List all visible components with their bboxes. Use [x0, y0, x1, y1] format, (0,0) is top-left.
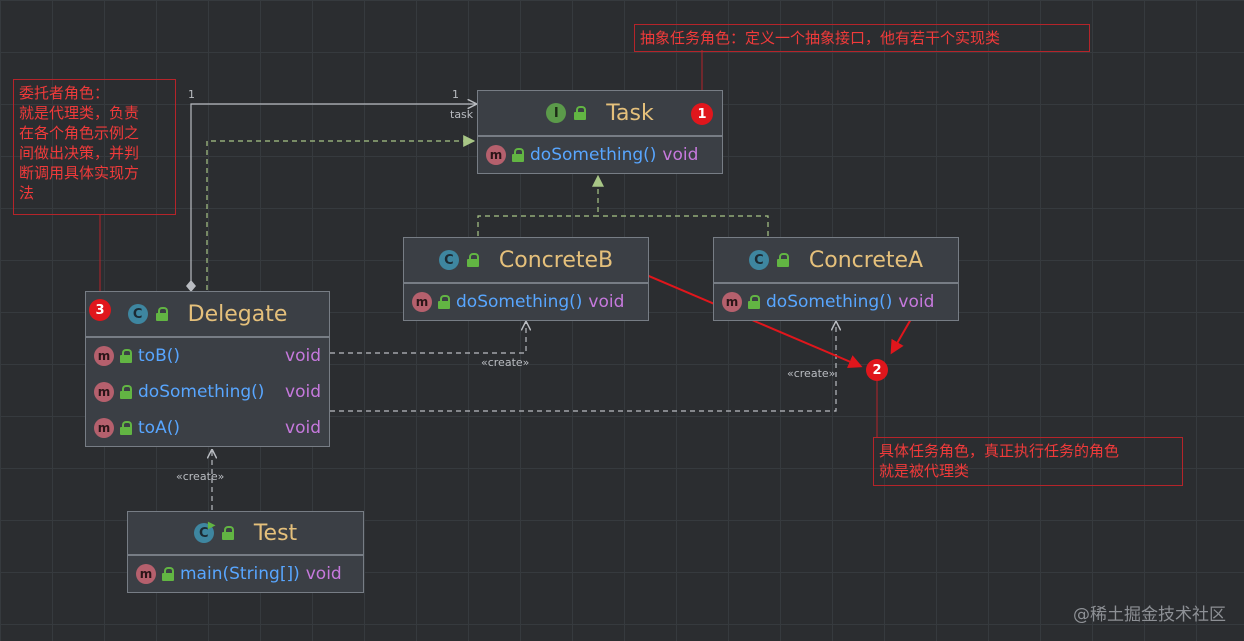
method-icon: m [722, 292, 742, 312]
method-row[interactable]: m doSomething() void [714, 284, 958, 320]
method-name: doSomething() [138, 382, 265, 402]
callout-badge-1: 1 [691, 103, 713, 125]
method-row[interactable]: m main(String[]) void [128, 556, 363, 592]
callout-badge-3: 3 [89, 299, 111, 321]
realization-concretea-task [598, 215, 769, 236]
class-task[interactable]: I Task m doSomething() void [477, 90, 723, 174]
public-lock-icon [120, 385, 132, 399]
aggregation-diamond [186, 280, 196, 292]
class-delegate[interactable]: C Delegate m toB() void m doSomething() … [85, 291, 330, 447]
public-lock-icon [162, 567, 174, 581]
association-delegate-task [190, 104, 476, 285]
public-lock-icon [120, 349, 132, 363]
class-name: ConcreteA [808, 247, 924, 273]
method-return-type: void [662, 145, 699, 165]
public-lock-icon [748, 295, 760, 309]
method-row-tob[interactable]: m toB() void [86, 338, 329, 374]
method-return-type: void [285, 418, 321, 438]
method-icon: m [486, 145, 506, 165]
static-method-icon: m [136, 564, 156, 584]
interface-icon: I [546, 103, 567, 123]
class-header: I Task [478, 91, 722, 137]
public-lock-icon [574, 106, 587, 120]
method-name: doSomething() [530, 145, 657, 165]
class-concreteb[interactable]: C ConcreteB m doSomething() void [403, 237, 649, 321]
method-icon: m [412, 292, 432, 312]
create-label-delegate: «create» [176, 470, 225, 483]
method-return-type: void [285, 346, 321, 366]
class-header: C Delegate [86, 292, 329, 338]
class-icon: C [438, 250, 459, 270]
class-header: C ConcreteA [714, 238, 958, 284]
method-icon: m [94, 346, 114, 366]
create-delegate-concreteb [330, 322, 526, 354]
method-name: main(String[]) [180, 564, 300, 584]
annotation-note-abstract-task: 抽象任务角色：定义一个抽象接口，他有若干个实现类 [634, 24, 1090, 52]
method-icon: m [94, 382, 114, 402]
public-lock-icon [155, 307, 168, 321]
method-name: toA() [138, 418, 180, 438]
method-name: doSomething() [766, 292, 893, 312]
class-icon: C [748, 250, 769, 270]
multiplicity-task: 1 [452, 88, 459, 101]
class-header: C ▶ Test [128, 512, 363, 556]
method-name: doSomething() [456, 292, 583, 312]
method-name: toB() [138, 346, 180, 366]
class-kind-letter: C [199, 525, 209, 541]
class-name: Test [253, 520, 298, 546]
public-lock-icon [438, 295, 450, 309]
class-name: Delegate [187, 301, 288, 327]
association-role-label: task [450, 108, 474, 121]
method-return-type: void [305, 564, 342, 584]
method-row-toa[interactable]: m toA() void [86, 410, 329, 446]
class-concretea[interactable]: C ConcreteA m doSomething() void [713, 237, 959, 321]
class-name: Task [606, 100, 654, 126]
multiplicity-delegate: 1 [188, 88, 195, 101]
realization-delegate-task [206, 135, 476, 290]
method-return-type: void [285, 382, 321, 402]
annotation-note-concrete-role: 具体任务角色，真正执行任务的角色 就是被代理类 [873, 437, 1183, 486]
public-lock-icon [776, 253, 789, 267]
public-lock-icon [120, 421, 132, 435]
annotation-note-delegate-role: 委托者角色： 就是代理类，负责 在各个角色示例之 间做出决策，并判 断调用具体实… [13, 79, 176, 215]
class-header: C ConcreteB [404, 238, 648, 284]
public-lock-icon [466, 253, 479, 267]
watermark: @稀土掘金技术社区 [1073, 605, 1226, 625]
public-lock-icon [512, 148, 524, 162]
class-name: ConcreteB [498, 247, 614, 273]
runnable-class-icon: C ▶ [193, 520, 216, 543]
public-lock-icon [221, 526, 234, 540]
method-return-type: void [898, 292, 935, 312]
create-label-concreteb: «create» [481, 356, 530, 369]
method-row-dosomething[interactable]: m doSomething() void [86, 374, 329, 410]
callout-badge-2: 2 [866, 359, 888, 381]
class-icon: C [127, 304, 148, 324]
create-label-concretea: «create» [787, 367, 836, 380]
create-delegate-concretea [330, 322, 836, 412]
run-icon: ▶ [207, 520, 216, 531]
realization-concreteb-task [477, 174, 604, 236]
class-test[interactable]: C ▶ Test m main(String[]) void [127, 511, 364, 593]
method-row[interactable]: m doSomething() void [478, 137, 722, 173]
method-icon: m [94, 418, 114, 438]
method-row[interactable]: m doSomething() void [404, 284, 648, 320]
method-return-type: void [588, 292, 625, 312]
